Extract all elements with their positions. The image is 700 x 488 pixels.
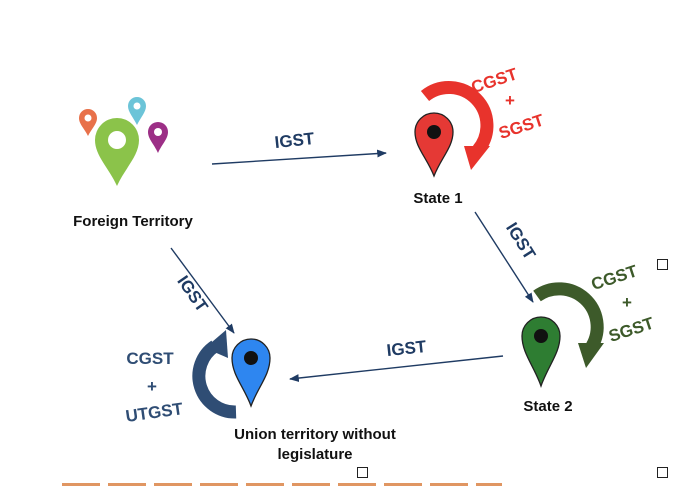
arrow-foreign-to-ut	[170, 247, 235, 334]
ut-pin-icon	[231, 338, 271, 408]
resize-handle-bottom-middle[interactable]	[357, 467, 368, 478]
state1-cycle-arrowhead-icon	[464, 146, 490, 170]
state2-label: State 2	[523, 398, 573, 415]
arrow-foreign-to-state1	[211, 149, 387, 165]
arrow-state2-to-ut	[289, 355, 504, 382]
foreign-territory-pins-icon	[79, 97, 168, 186]
state2-tax-plus: +	[622, 293, 632, 312]
state1-tax-plus: +	[505, 91, 515, 110]
igst-label-foreign-state1: IGST	[274, 129, 316, 152]
resize-handle-right-middle[interactable]	[657, 259, 668, 270]
ut-tax-plus: +	[147, 377, 157, 396]
state1-pin-icon	[414, 112, 454, 178]
cyan-pin-icon	[128, 97, 146, 125]
igst-label-foreign-ut: IGST	[173, 272, 212, 316]
state1-label: State 1	[413, 190, 463, 207]
flow-arrows	[170, 149, 534, 382]
cutoff-text-fragment	[62, 478, 502, 488]
orange-pin-icon	[79, 109, 97, 136]
union-territory-label-line1: Union territory without	[234, 426, 396, 443]
foreign-territory-label: Foreign Territory	[73, 213, 193, 230]
state1-tax-sgst: SGST	[496, 110, 546, 143]
state2-cycle-arrow-icon	[533, 282, 604, 350]
state2-tax-cgst: CGST	[589, 261, 640, 294]
state2-group: CGST + SGST	[521, 261, 657, 388]
igst-label-state1-state2: IGST	[502, 219, 539, 263]
ut-tax-cgst: CGST	[126, 349, 174, 368]
state1-group: CGST + SGST	[414, 64, 547, 178]
ut-cycle-arrowhead-icon	[205, 330, 228, 358]
arrow-state1-to-state2	[474, 211, 534, 303]
state1-cycle-arrow-icon	[420, 81, 494, 155]
state2-cycle-arrowhead-icon	[578, 343, 604, 368]
state2-tax-sgst: SGST	[606, 313, 656, 346]
resize-handle-bottom-right[interactable]	[657, 467, 668, 478]
union-territory-label-line2: legislature	[277, 446, 353, 463]
union-territory-label: Union territory without legislature	[215, 425, 415, 465]
green-pin-icon	[95, 118, 139, 186]
ut-tax-utgst: UTGST	[124, 399, 184, 426]
purple-pin-icon	[148, 122, 168, 153]
ut-cycle-arrow-icon	[192, 340, 237, 419]
igst-label-state2-ut: IGST	[386, 337, 428, 360]
ut-group: CGST + UTGST	[124, 330, 271, 426]
state2-pin-icon	[521, 316, 561, 388]
